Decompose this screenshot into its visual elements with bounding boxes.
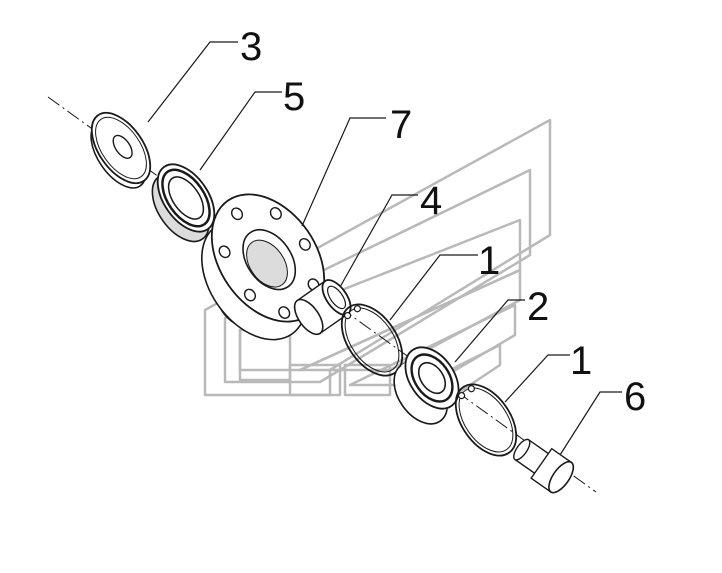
leader-1a <box>389 254 478 321</box>
label-1a: 1 <box>478 239 500 283</box>
label-5: 5 <box>283 75 305 119</box>
part-6-axle-pin <box>513 438 575 494</box>
label-4: 4 <box>420 179 442 223</box>
label-7: 7 <box>390 103 412 147</box>
leader-lines <box>147 41 622 456</box>
part-2-ball-bearing <box>393 346 460 425</box>
label-2: 2 <box>527 285 549 329</box>
leader-1b <box>504 354 570 403</box>
callout-labels: 3 5 7 4 1 2 1 6 <box>240 25 646 419</box>
part-4-spacer-bushing <box>293 279 352 336</box>
leader-7 <box>301 117 386 227</box>
part-3-cover-disc <box>90 111 152 189</box>
part-7-wheel-hub <box>201 193 326 341</box>
leader-2 <box>454 299 525 363</box>
part-5-seal-ring <box>151 163 216 243</box>
leader-4 <box>339 194 418 288</box>
label-3: 3 <box>240 25 262 69</box>
part-1-snap-ring-lower <box>454 383 518 457</box>
leader-3 <box>147 41 238 123</box>
leader-5 <box>199 91 282 171</box>
label-6: 6 <box>624 375 646 419</box>
leader-6 <box>559 391 622 456</box>
label-1b: 1 <box>570 339 592 383</box>
